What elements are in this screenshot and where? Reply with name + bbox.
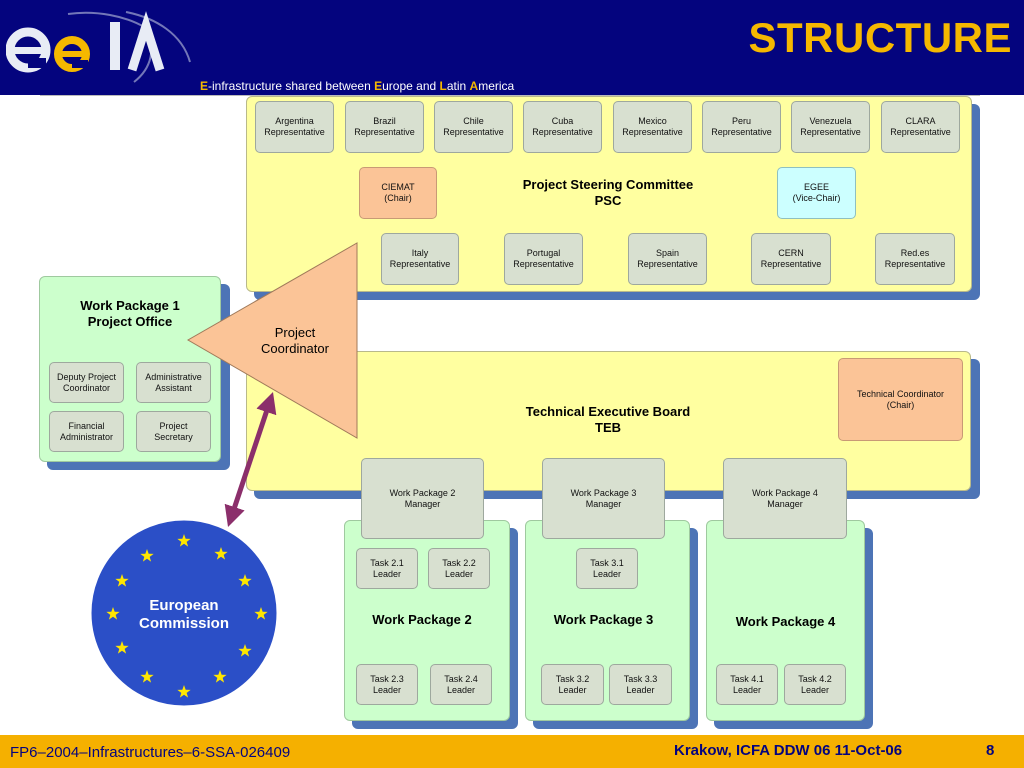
task-label: Task 3.1 Leader: [590, 557, 624, 579]
rep-label: Mexico Representative: [622, 116, 683, 137]
teb-title: Technical Executive Board TEB: [525, 404, 691, 435]
role-label: Administrative Assistant: [145, 371, 202, 393]
ec-coordinator-arrow: [224, 392, 277, 527]
task-label: Task 2.3 Leader: [370, 673, 404, 695]
psc-rep-portugal: Portugal Representative: [504, 233, 583, 285]
manager-label: Work Package 4 Manager: [752, 487, 818, 509]
manager-label: Work Package 3 Manager: [570, 487, 637, 509]
psc-rep-argentina: Argentina Representative: [255, 101, 334, 153]
role-label: Project Secretary: [154, 420, 193, 442]
psc-rep-redes: Red.es Representative: [875, 233, 955, 285]
wp3-title: Work Package 3: [553, 612, 654, 627]
wp3-manager: Work Package 3 Manager: [542, 458, 665, 539]
task-label: Task 4.2 Leader: [798, 673, 832, 695]
header-bar: [0, 0, 1024, 95]
teb-technical-coordinator: Technical Coordinator (Chair): [838, 358, 963, 441]
psc-rep-spain: Spain Representative: [628, 233, 707, 285]
wp1-financial-admin: Financial Administrator: [49, 411, 124, 452]
wp4-title: Work Package 4: [735, 614, 836, 629]
tagline-t1: -infrastructure shared between: [208, 79, 375, 93]
eela-logo: [6, 11, 191, 83]
psc-chair-ciemat: CIEMAT (Chair): [359, 167, 437, 219]
rep-label: Spain Representative: [637, 248, 698, 269]
rep-label: Argentina Representative: [264, 116, 325, 137]
tagline-t3: atin: [446, 79, 470, 93]
rep-label: Cuba Representative: [532, 116, 593, 137]
ec-label: European Commission: [138, 597, 229, 632]
wp1-admin-assistant: Administrative Assistant: [136, 362, 211, 403]
role-label: Deputy Project Coordinator: [56, 371, 117, 393]
vice-chair-label: EGEE (Vice-Chair): [792, 182, 841, 203]
psc-rep-peru: Peru Representative: [702, 101, 781, 153]
task-label: Task 3.3 Leader: [623, 673, 658, 695]
psc-rep-italy: Italy Representative: [381, 233, 459, 285]
wp2-task-2-3: Task 2.3 Leader: [356, 664, 418, 705]
wp2-task-2-2: Task 2.2 Leader: [428, 548, 490, 589]
tagline-t4: merica: [478, 79, 515, 93]
header-divider: [40, 95, 980, 96]
psc-vice-chair-egee: EGEE (Vice-Chair): [777, 167, 856, 219]
wp2-title: Work Package 2: [372, 612, 472, 627]
rep-label: Brazil Representative: [354, 116, 415, 137]
tagline: E-infrastructure shared between Europe a…: [200, 79, 514, 93]
wp3-task-3-2: Task 3.2 Leader: [541, 664, 604, 705]
psc-rep-venezuela: Venezuela Representative: [791, 101, 870, 153]
wp4-manager: Work Package 4 Manager: [723, 458, 847, 539]
wp1-title: Work Package 1 Project Office: [80, 298, 180, 329]
footer-project-code: FP6–2004–Infrastructures–6-SSA-026409: [10, 744, 291, 761]
task-label: Task 2.4 Leader: [444, 673, 478, 695]
slide-title: STRUCTURE: [748, 14, 1012, 61]
wp1-deputy-coordinator: Deputy Project Coordinator: [49, 362, 124, 403]
chair-label: CIEMAT (Chair): [381, 182, 415, 203]
tech-coord-label: Technical Coordinator (Chair): [856, 388, 945, 410]
psc-rep-cuba: Cuba Representative: [523, 101, 602, 153]
rep-label: Red.es Representative: [884, 248, 946, 269]
tagline-t2: urope and: [382, 79, 440, 93]
psc-rep-brazil: Brazil Representative: [345, 101, 424, 153]
rep-label: Venezuela Representative: [800, 116, 861, 137]
psc-rep-chile: Chile Representative: [434, 101, 513, 153]
rep-label: CLARA Representative: [890, 116, 951, 137]
role-label: Financial Administrator: [59, 420, 113, 442]
coordinator-label: Project Coordinator: [261, 325, 329, 356]
tagline-e3: L: [439, 79, 447, 93]
coordinator-triangle: [186, 242, 358, 439]
wp1-project-secretary: Project Secretary: [136, 411, 211, 452]
european-commission-circle: [88, 517, 280, 709]
rep-label: CERN Representative: [760, 248, 822, 269]
task-label: Task 2.2 Leader: [442, 557, 476, 579]
tagline-e2: E: [374, 79, 383, 93]
psc-rep-clara: CLARA Representative: [881, 101, 960, 153]
psc-rep-cern: CERN Representative: [751, 233, 831, 285]
manager-label: Work Package 2 Manager: [389, 487, 456, 509]
wp2-task-2-4: Task 2.4 Leader: [430, 664, 492, 705]
footer-page-number: 8: [986, 742, 995, 759]
rep-label: Portugal Representative: [513, 248, 574, 269]
wp4-task-4-1: Task 4.1 Leader: [716, 664, 778, 705]
rep-label: Italy Representative: [389, 248, 451, 269]
wp3-task-3-1: Task 3.1 Leader: [576, 548, 638, 589]
rep-label: Peru Representative: [711, 116, 772, 137]
task-label: Task 3.2 Leader: [555, 673, 590, 695]
rep-label: Chile Representative: [443, 116, 504, 137]
wp3-task-3-3: Task 3.3 Leader: [609, 664, 672, 705]
task-label: Task 2.1 Leader: [370, 557, 404, 579]
wp2-task-2-1: Task 2.1 Leader: [356, 548, 418, 589]
tagline-e4: A: [469, 79, 479, 93]
task-label: Task 4.1 Leader: [730, 673, 764, 695]
footer-bar: [0, 735, 1024, 768]
wp4-task-4-2: Task 4.2 Leader: [784, 664, 846, 705]
tagline-e1: E: [200, 79, 209, 93]
psc-title: Project Steering Committee PSC: [522, 177, 694, 208]
footer-event: Krakow, ICFA DDW 06 11-Oct-06: [674, 742, 903, 759]
psc-rep-mexico: Mexico Representative: [613, 101, 692, 153]
wp2-manager: Work Package 2 Manager: [361, 458, 484, 539]
